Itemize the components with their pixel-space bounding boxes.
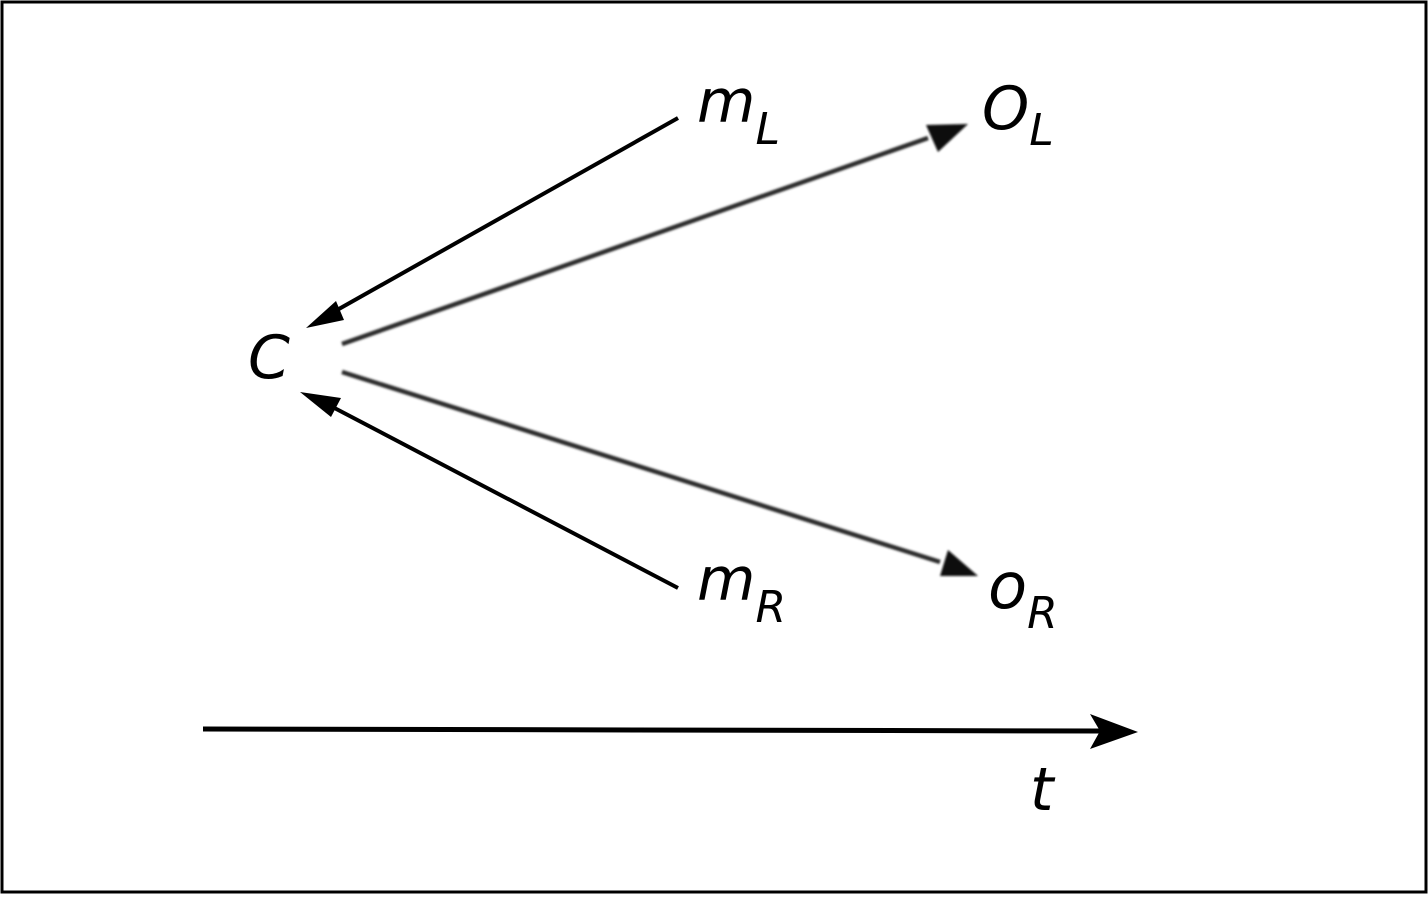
node-or-sub: R <box>1027 588 1058 639</box>
time-axis <box>202 714 1138 749</box>
node-or-label: oR <box>988 550 1058 639</box>
arrow-c-to-or <box>341 369 978 576</box>
arrow-ml-to-c <box>306 116 679 328</box>
node-ml-sub: L <box>755 104 780 155</box>
node-mr-label: mR <box>697 545 786 633</box>
node-ol-sub: L <box>1029 105 1054 156</box>
node-ol-label: OL <box>982 74 1054 156</box>
node-c-label: C <box>248 323 290 393</box>
node-or-base: o <box>988 550 1027 624</box>
node-ol-base: O <box>982 74 1029 144</box>
node-mr-base: m <box>697 545 755 615</box>
arrow-c-to-ol <box>341 124 968 347</box>
axis-t-label: t <box>1030 755 1056 825</box>
arrow-mr-to-c <box>300 392 679 590</box>
node-mr-sub: R <box>755 582 786 633</box>
node-ml-label: mL <box>697 67 780 155</box>
node-ml-base: m <box>697 67 755 137</box>
